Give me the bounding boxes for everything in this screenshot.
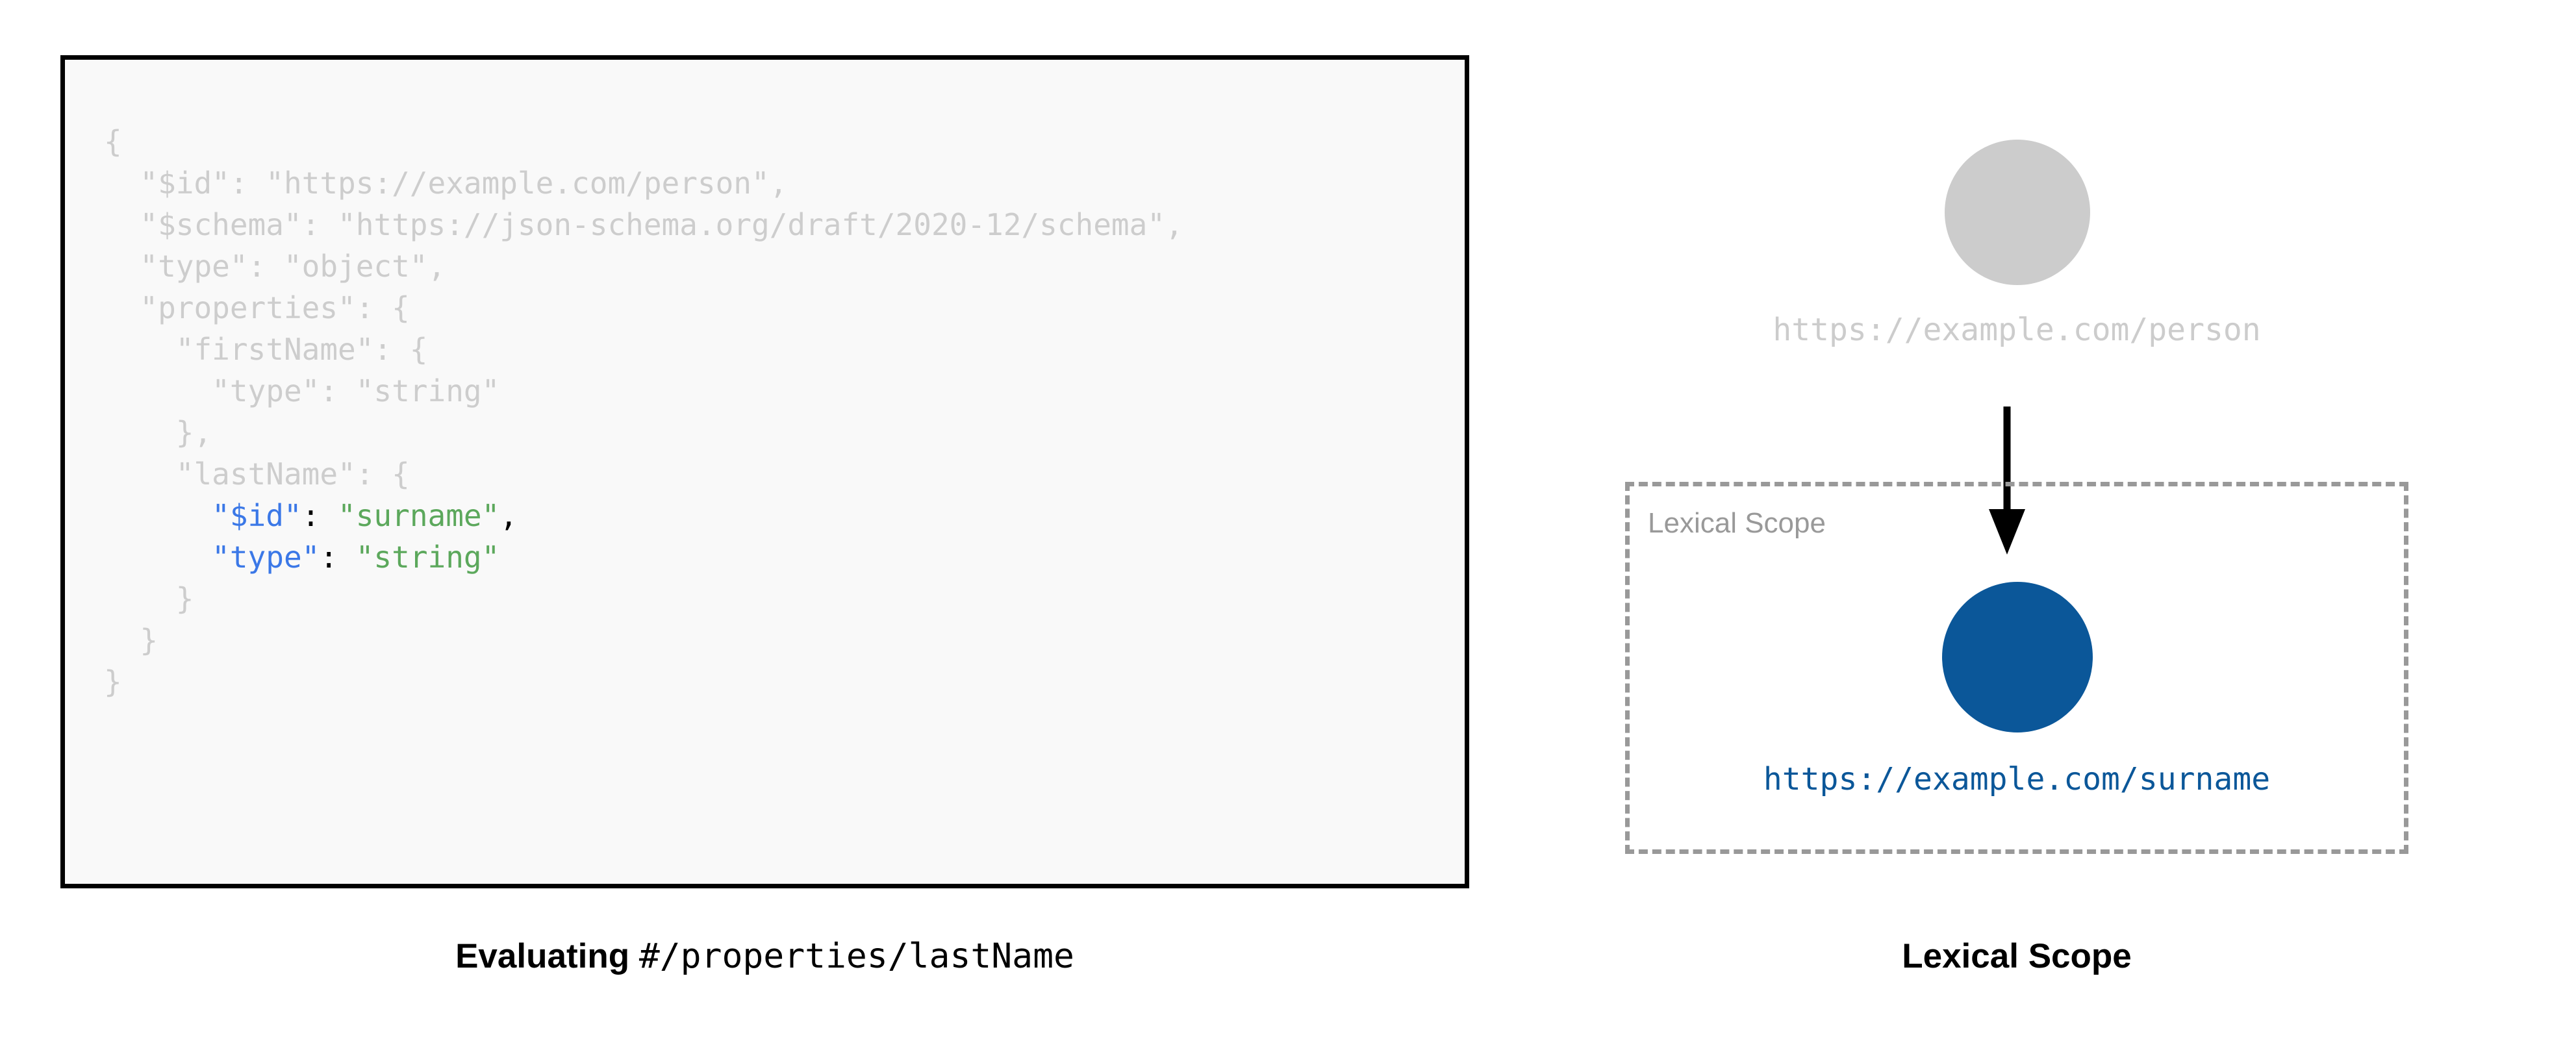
inner-schema-node-circle <box>1942 582 2093 732</box>
code-line: } <box>104 620 1458 661</box>
lexical-scope-boundary-box: Lexical Scope <box>1625 482 2408 854</box>
code-token: "firstName": { <box>175 332 428 367</box>
code-token: "$id": "https://example.com/person", <box>140 166 788 201</box>
code-line: "properties": { <box>104 287 1458 329</box>
lexical-scope-diagram: https://example.com/person Lexical Scope… <box>1546 0 2576 1039</box>
inner-schema-node-label: https://example.com/surname <box>1763 761 2271 797</box>
json-schema-code-block: { "$id": "https://example.com/person", "… <box>60 55 1469 888</box>
code-token: "type": "object", <box>140 249 446 284</box>
code-line: "type": "object", <box>104 245 1458 287</box>
code-line: } <box>104 578 1458 620</box>
code-line: } <box>104 661 1458 703</box>
code-token: }, <box>175 415 212 450</box>
code-token: } <box>175 581 194 616</box>
caption-json-pointer: #/properties/lastName <box>638 936 1074 976</box>
code-line: "$id": "surname", <box>104 495 1458 536</box>
caption-strong-label: Evaluating <box>455 937 630 975</box>
code-line: { <box>104 121 1458 162</box>
code-panel: { "$id": "https://example.com/person", "… <box>60 55 1469 978</box>
code-token: "$id" <box>212 498 302 533</box>
diagram-caption: Lexical Scope <box>1902 937 2132 975</box>
code-line: "$id": "https://example.com/person", <box>104 162 1458 204</box>
outer-schema-node-circle <box>1945 140 2090 285</box>
code-token: } <box>140 623 158 658</box>
code-token: "surname" <box>338 498 500 533</box>
code-token: "string" <box>355 540 500 575</box>
code-token: "type" <box>212 540 320 575</box>
code-token: { <box>104 124 122 159</box>
code-line: }, <box>104 412 1458 453</box>
code-line: "type": "string" <box>104 370 1458 412</box>
code-line: "firstName": { <box>104 329 1458 370</box>
code-token: : <box>320 540 356 575</box>
code-token: : <box>301 498 338 533</box>
lexical-scope-box-label: Lexical Scope <box>1648 507 1826 539</box>
code-token: "lastName": { <box>175 457 410 492</box>
json-schema-code-listing: { "$id": "https://example.com/person", "… <box>104 121 1458 703</box>
code-token: } <box>104 664 122 699</box>
code-token: , <box>499 498 518 533</box>
code-line: "type": "string" <box>104 536 1458 578</box>
scope-arrow-icon <box>1989 407 2025 555</box>
outer-schema-node-label: https://example.com/person <box>1773 312 2261 348</box>
code-token: "properties": { <box>140 290 410 325</box>
code-token: "$schema": "https://json-schema.org/draf… <box>140 207 1183 242</box>
code-line: "lastName": { <box>104 453 1458 495</box>
code-token: "type": "string" <box>212 373 500 408</box>
code-line: "$schema": "https://json-schema.org/draf… <box>104 204 1458 245</box>
code-block-caption: Evaluating #/properties/lastName <box>60 935 1469 978</box>
